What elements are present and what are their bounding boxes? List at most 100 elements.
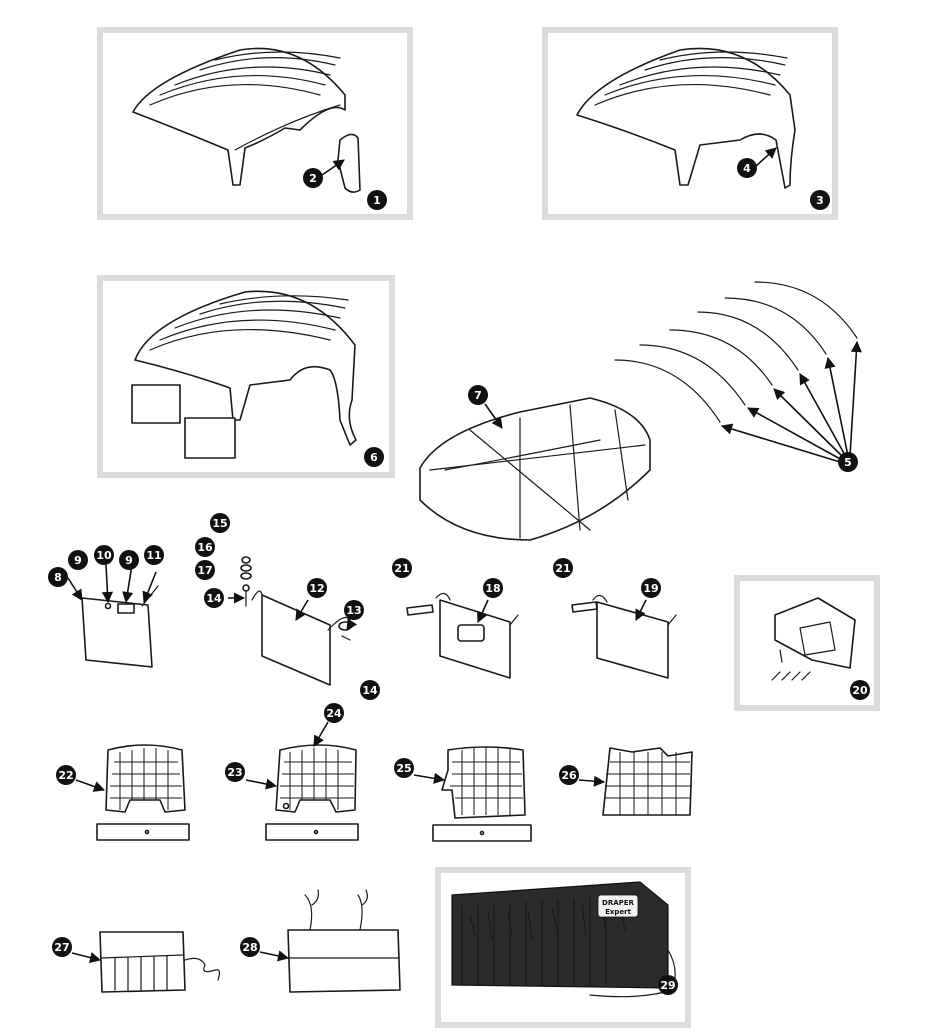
callout-27: 27: [52, 937, 72, 957]
seat-cover-22: [96, 744, 190, 841]
callout-number: 2: [309, 172, 317, 185]
callout-circle: [364, 447, 384, 467]
callout-number: 23: [227, 766, 242, 779]
callout-10: 10: [94, 545, 114, 565]
callout-number: 29: [660, 979, 675, 992]
callout-circle: [68, 550, 88, 570]
callout-number: 6: [370, 451, 378, 464]
callout-19: 19: [641, 578, 661, 598]
callout-circle: [210, 513, 230, 533]
callout-circle: [850, 680, 870, 700]
callout-number: 24: [326, 707, 342, 720]
frame-tool-roll: [435, 867, 691, 1028]
callout-14: 14: [360, 680, 380, 700]
callout-circle: [119, 550, 139, 570]
callout-2: 2: [303, 168, 323, 188]
hardware-15-16-17-14: [240, 556, 252, 607]
callout-circle: [225, 762, 245, 782]
callout-circle: [303, 168, 323, 188]
callout-circle: [56, 765, 76, 785]
callout-number: 21: [555, 562, 570, 575]
callout-25: 25: [394, 758, 414, 778]
callout-number: 5: [844, 456, 852, 469]
callout-9: 9: [119, 550, 139, 570]
callout-number: 28: [242, 941, 257, 954]
seat-cover-25: [432, 746, 532, 842]
callout-circle: [367, 190, 387, 210]
callout-circle: [838, 452, 858, 472]
callout-number: 8: [54, 571, 62, 584]
callout-20: 20: [850, 680, 870, 700]
callout-circle: [52, 937, 72, 957]
callout-number: 25: [396, 762, 411, 775]
callout-8: 8: [48, 567, 68, 587]
callout-circle: [94, 545, 114, 565]
fitting-kit-20: [771, 597, 856, 681]
callout-circle: [559, 765, 579, 785]
callout-6: 6: [364, 447, 384, 467]
callout-number: 22: [58, 769, 73, 782]
callout-circle: [394, 758, 414, 778]
callout-number: 18: [485, 582, 500, 595]
callout-circle: [553, 558, 573, 578]
callout-21: 21: [392, 558, 412, 578]
callout-28: 28: [240, 937, 260, 957]
callout-21: 21: [553, 558, 573, 578]
callout-circle: [324, 703, 344, 723]
callout-number: 10: [96, 549, 112, 562]
callout-number: 9: [125, 554, 133, 567]
callout-number: 4: [743, 162, 751, 175]
seat-cover-23: [265, 744, 359, 841]
callout-13: 13: [344, 600, 364, 620]
callout-circle: [240, 937, 260, 957]
callout-17: 17: [195, 560, 215, 580]
frame-kit-20: [734, 575, 880, 711]
brand-line-1: DRAPER: [602, 899, 635, 907]
callout-circle: [204, 588, 224, 608]
callout-15: 15: [210, 513, 230, 533]
hood-top-3: [576, 47, 796, 189]
callout-1: 1: [367, 190, 387, 210]
tool-bag-27: [99, 931, 221, 993]
callout-23: 23: [225, 762, 245, 782]
callout-circle: [48, 567, 68, 587]
callout-24: 24: [324, 703, 344, 723]
callout-4: 4: [737, 158, 757, 178]
callout-26: 26: [559, 765, 579, 785]
callout-circle: [360, 680, 380, 700]
brand-line-2: Expert: [605, 908, 632, 916]
tool-bag-28: [287, 889, 401, 993]
tonneau-cover-7: [419, 397, 651, 541]
side-screen-19: [571, 594, 677, 679]
callout-number: 14: [362, 684, 378, 697]
callout-9: 9: [68, 550, 88, 570]
side-screen-12: [251, 590, 352, 686]
callout-number: 19: [643, 582, 658, 595]
callout-number: 11: [146, 549, 161, 562]
side-screen-8: [81, 585, 159, 668]
callout-circle: [737, 158, 757, 178]
callout-14: 14: [204, 588, 224, 608]
tool-roll-29: DRAPER Expert: [451, 881, 676, 998]
callout-number: 7: [474, 389, 482, 402]
callout-5: 5: [838, 452, 858, 472]
callout-circle: [641, 578, 661, 598]
callout-16: 16: [195, 537, 215, 557]
callout-circle: [344, 600, 364, 620]
callout-circle: [195, 537, 215, 557]
callout-circle: [195, 560, 215, 580]
frame-hood-3: [542, 27, 838, 220]
callout-circle: [144, 545, 164, 565]
callout-circle: [810, 190, 830, 210]
callout-circle: [307, 578, 327, 598]
frame-hood-1: [97, 27, 413, 220]
hood-hoops-5: [614, 281, 858, 423]
hood-top-1: [132, 47, 346, 186]
callout-number: 15: [212, 517, 227, 530]
callout-3: 3: [810, 190, 830, 210]
hood-side-panel-2: [337, 133, 361, 193]
callout-12: 12: [307, 578, 327, 598]
callout-circle: [483, 578, 503, 598]
